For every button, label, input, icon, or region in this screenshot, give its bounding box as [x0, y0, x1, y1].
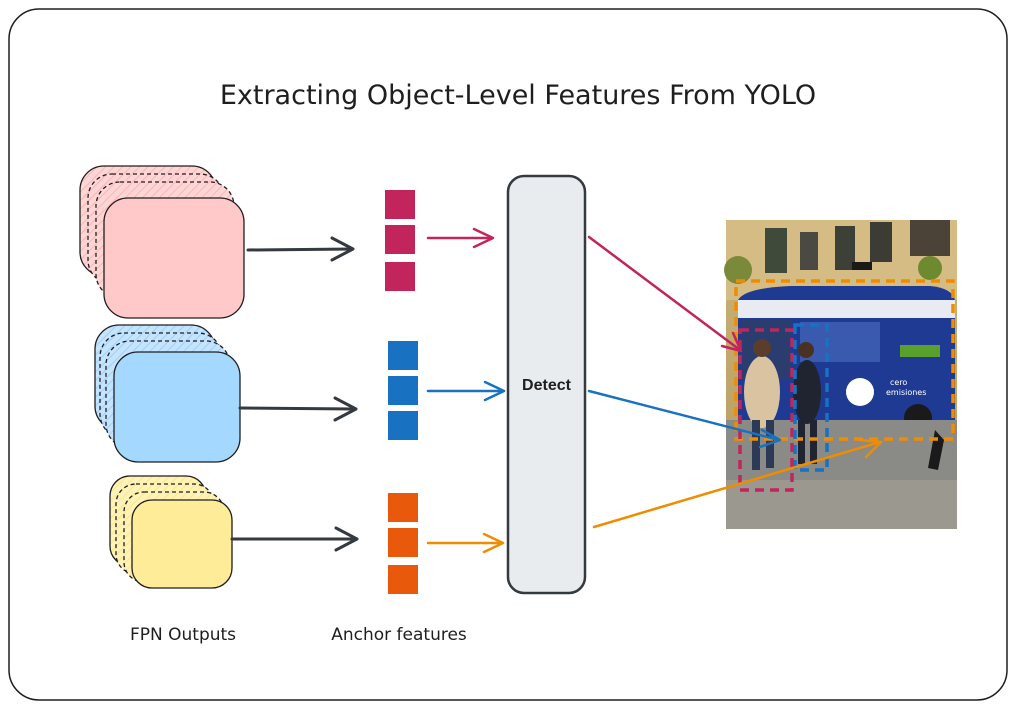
- fpn-arrow-blue: [238, 396, 358, 422]
- detect-label: Detect: [522, 377, 572, 394]
- svg-text:cero: cero: [890, 378, 907, 387]
- anchor-arrow-amber: [426, 532, 505, 554]
- fpn-arrow-red: [246, 236, 355, 262]
- output-arrow-red: [587, 235, 743, 353]
- caption-anchor-features: Anchor features: [331, 625, 467, 645]
- diagram-title: Extracting Object-Level Features From YO…: [220, 80, 816, 111]
- anchor-features-blue: [388, 341, 418, 440]
- anchor-features-orange: [388, 493, 418, 594]
- svg-text:emisiones: emisiones: [886, 388, 926, 397]
- fpn-stack-blue: [94, 324, 241, 463]
- fpn-stack-red: [79, 165, 245, 319]
- caption-fpn-outputs: FPN Outputs: [130, 625, 236, 645]
- anchor-arrow-red: [426, 227, 495, 249]
- output-arrow-blue: [587, 389, 782, 449]
- fpn-arrow-yellow: [230, 526, 359, 552]
- street-photo: cero emisiones: [724, 220, 957, 529]
- anchor-arrow-blue: [426, 380, 506, 402]
- fpn-stack-yellow: [109, 475, 233, 589]
- output-arrow-amber: [592, 438, 883, 529]
- anchor-features-red: [385, 190, 415, 291]
- detect-block: [506, 174, 587, 595]
